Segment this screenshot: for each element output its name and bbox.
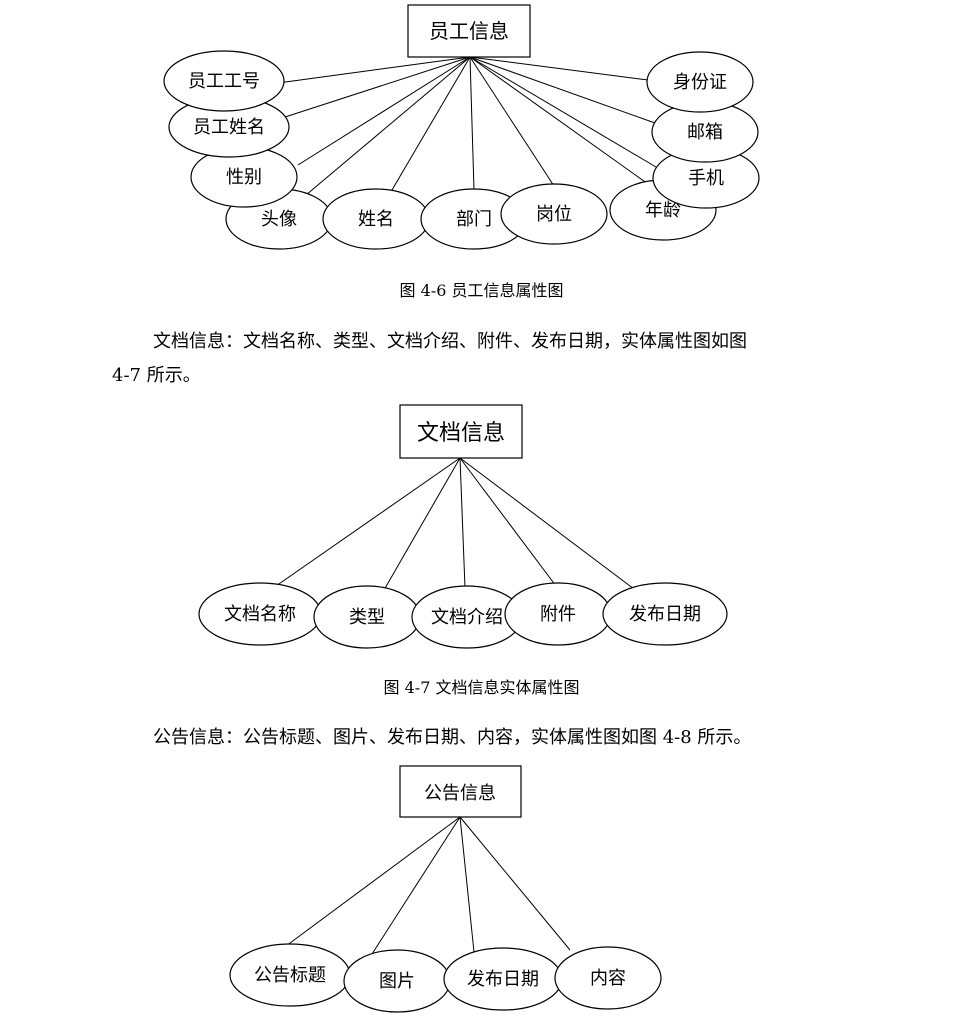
connector-lines <box>285 816 571 955</box>
attr-content: 内容 <box>554 946 662 1010</box>
attr-employee-name: 员工姓名 <box>168 96 290 158</box>
attr-doc-intro: 文档介绍 <box>411 585 523 649</box>
svg-text:公告标题: 公告标题 <box>254 965 326 986</box>
svg-text:性别: 性别 <box>226 167 262 188</box>
svg-text:附件: 附件 <box>540 604 576 625</box>
attr-position: 岗位 <box>500 183 608 245</box>
attr-id-card: 身份证 <box>646 51 754 113</box>
attr-name: 姓名 <box>322 188 430 250</box>
entity-box: 员工信息 <box>407 4 531 58</box>
attr-publish-date: 发布日期 <box>602 582 728 646</box>
svg-text:年龄: 年龄 <box>645 200 681 221</box>
attr-doc-name: 文档名称 <box>198 582 322 646</box>
svg-text:部门: 部门 <box>456 209 492 230</box>
entity-label: 公告信息 <box>424 783 496 804</box>
svg-text:发布日期: 发布日期 <box>629 604 701 625</box>
svg-text:文档名称: 文档名称 <box>224 604 296 625</box>
svg-text:内容: 内容 <box>590 968 626 989</box>
attr-notice-title: 公告标题 <box>229 943 351 1007</box>
attr-publish-date: 发布日期 <box>443 947 563 1011</box>
employee-er-diagram: 员工信息 年龄 手机 邮箱 身份证 头像 姓名 部门 岗位 性别 员工姓名 <box>163 4 760 250</box>
svg-text:员工工号: 员工工号 <box>188 71 260 92</box>
figure-caption-4-6: 图 4-6 员工信息属性图 <box>399 281 564 300</box>
svg-text:邮箱: 邮箱 <box>687 122 723 143</box>
attr-image: 图片 <box>343 949 451 1013</box>
svg-text:发布日期: 发布日期 <box>467 969 539 990</box>
svg-text:身份证: 身份证 <box>673 72 727 93</box>
entity-label: 员工信息 <box>429 19 509 43</box>
connector-lines <box>277 56 657 196</box>
notice-er-diagram: 公告信息 公告标题 图片 发布日期 内容 <box>229 765 662 1013</box>
attr-type: 类型 <box>313 585 421 649</box>
entity-box: 公告信息 <box>399 765 522 818</box>
svg-text:头像: 头像 <box>261 209 297 230</box>
paragraph-doc-info-line2: 4-7 所示。 <box>112 365 201 386</box>
document-er-diagram: 文档信息 文档名称 类型 文档介绍 附件 发布日期 <box>198 404 728 649</box>
attr-employee-id: 员工工号 <box>163 50 285 112</box>
svg-text:类型: 类型 <box>349 607 385 628</box>
paragraph-notice-info: 公告信息：公告标题、图片、发布日期、内容，实体属性图如图 4-8 所示。 <box>153 727 752 748</box>
attr-department: 部门 <box>420 188 528 250</box>
svg-text:姓名: 姓名 <box>358 209 394 230</box>
svg-text:图片: 图片 <box>379 971 415 992</box>
paragraph-doc-info-line1: 文档信息：文档名称、类型、文档介绍、附件、发布日期，实体属性图如图 <box>153 331 747 352</box>
attr-attachment: 附件 <box>504 582 612 646</box>
entity-label: 文档信息 <box>417 421 505 446</box>
figure-caption-4-7: 图 4-7 文档信息实体属性图 <box>383 678 580 697</box>
svg-text:员工姓名: 员工姓名 <box>193 117 265 138</box>
entity-box: 文档信息 <box>399 404 523 459</box>
svg-text:手机: 手机 <box>688 168 724 189</box>
svg-text:文档介绍: 文档介绍 <box>431 607 503 628</box>
connector-lines <box>275 457 635 591</box>
svg-text:岗位: 岗位 <box>536 204 572 225</box>
